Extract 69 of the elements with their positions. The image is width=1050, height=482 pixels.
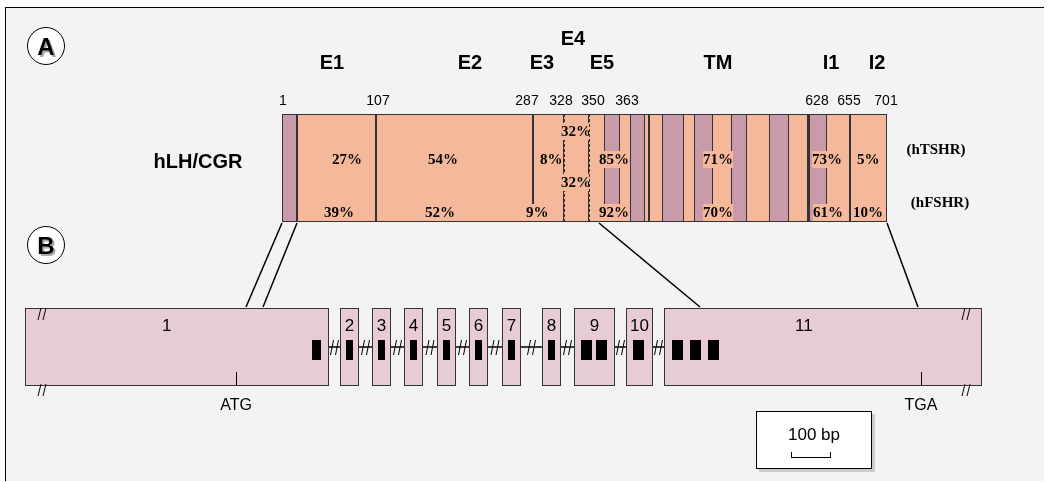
exon-number: 1 — [162, 317, 172, 334]
residue-number: 701 — [874, 93, 898, 107]
domain-label: I1 — [822, 52, 840, 72]
panel-letter: A — [36, 35, 56, 59]
domain-label: E2 — [457, 52, 483, 72]
codon-label: ATG — [220, 397, 252, 413]
exon-number: 7 — [505, 317, 518, 334]
exon-number: 10 — [629, 317, 650, 334]
identity-percentage: 70% — [703, 204, 733, 221]
connector-line — [598, 222, 701, 308]
domain-label: E3 — [529, 52, 555, 72]
exon-number: 4 — [407, 317, 420, 334]
exon-number: 6 — [472, 317, 485, 334]
residue-number: 107 — [366, 93, 390, 107]
exon-number: 9 — [588, 317, 601, 334]
intron-line — [328, 346, 341, 348]
residue-number: 350 — [581, 93, 605, 107]
intron-line — [614, 346, 627, 348]
identity-percentage: 61% — [813, 204, 843, 221]
residue-number: 1 — [279, 93, 287, 107]
exon-number: 8 — [545, 317, 558, 334]
exon-number: 2 — [343, 317, 356, 334]
domain-label: TM — [703, 52, 733, 72]
receptor-segment — [589, 114, 649, 222]
receptor-segment — [297, 114, 376, 222]
identity-percentage: 32% — [561, 174, 591, 191]
domain-label: E1 — [319, 52, 345, 72]
intron-line — [358, 346, 373, 348]
residue-number: 628 — [805, 93, 829, 107]
domain-label: E5 — [589, 52, 615, 72]
residue-number: 287 — [515, 93, 539, 107]
signal-peptide-segment — [282, 114, 297, 222]
receptor-name: hLH/CGR — [153, 151, 243, 171]
scale-label: 100 bp — [787, 426, 841, 443]
exon-box — [664, 308, 982, 386]
identity-percentage: 85% — [599, 151, 629, 168]
residue-number: 328 — [549, 93, 573, 107]
scale-bar-box — [756, 411, 872, 469]
exon-number: 3 — [375, 317, 388, 334]
intron-line — [455, 346, 470, 348]
residue-number: 655 — [837, 93, 861, 107]
identity-percentage: 92% — [599, 204, 629, 221]
domain-label: I2 — [868, 52, 886, 72]
species-label: (hTSHR) — [906, 141, 966, 157]
identity-percentage: 71% — [703, 151, 733, 168]
connector-line — [245, 222, 283, 308]
intron-line — [560, 346, 575, 348]
panel-letter: B — [36, 234, 56, 258]
connector-line — [262, 222, 298, 308]
identity-percentage: 32% — [561, 123, 591, 140]
species-label: (hFSHR) — [910, 194, 970, 210]
identity-percentage: 73% — [812, 151, 842, 168]
receptor-segment — [850, 114, 887, 222]
exon-box — [25, 308, 329, 386]
intron-line — [422, 346, 438, 348]
exon-number: 11 — [795, 317, 813, 334]
connector-line — [886, 222, 919, 308]
domain-label: E4 — [560, 28, 586, 48]
exon-box — [626, 308, 653, 386]
intron-line — [390, 346, 405, 348]
intron-line — [487, 346, 503, 348]
intron-line — [652, 346, 665, 348]
identity-percentage: 9% — [526, 204, 549, 221]
exon-number: 5 — [440, 317, 453, 334]
residue-number: 363 — [615, 93, 639, 107]
receptor-segment — [808, 114, 850, 222]
intron-line — [520, 346, 543, 348]
codon-label: TGA — [904, 397, 938, 413]
receptor-segment — [649, 114, 808, 222]
